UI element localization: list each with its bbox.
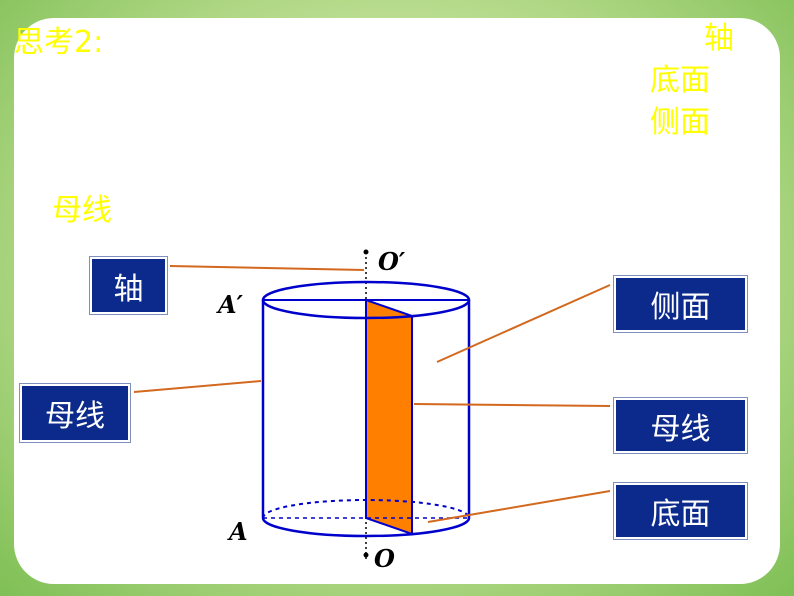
leader-generatrix-left: [133, 380, 262, 393]
label-box-axis: 轴: [90, 257, 167, 314]
term-axis: 轴: [704, 21, 734, 56]
term-base: 底面: [650, 63, 710, 98]
bottom-center-point: [363, 552, 369, 558]
label-top-edge: A′: [216, 290, 244, 319]
label-bottom-edge: A: [227, 517, 248, 546]
term-generatrix: 母线: [52, 193, 112, 228]
term-lateral-surface: 侧面: [650, 105, 710, 140]
label-box-generatrix-right: 母线: [614, 398, 747, 453]
slide-title: 思考2:: [14, 25, 104, 60]
label-box-lateral-surface: 侧面: [614, 276, 747, 332]
leader-generatrix-right: [413, 403, 611, 407]
axial-section: [365, 298, 413, 536]
top-center-point: [363, 249, 369, 255]
bottom-base-back: [262, 499, 470, 519]
leader-lateral-surface: [436, 284, 611, 363]
label-top-center: O′: [378, 247, 406, 276]
bottom-base-front: [261, 517, 471, 538]
label-box-base: 底面: [614, 483, 747, 539]
leader-axis: [169, 265, 365, 271]
label-box-generatrix-left: 母线: [20, 384, 130, 442]
leader-base: [427, 490, 611, 523]
label-bottom-center: O: [374, 544, 395, 573]
